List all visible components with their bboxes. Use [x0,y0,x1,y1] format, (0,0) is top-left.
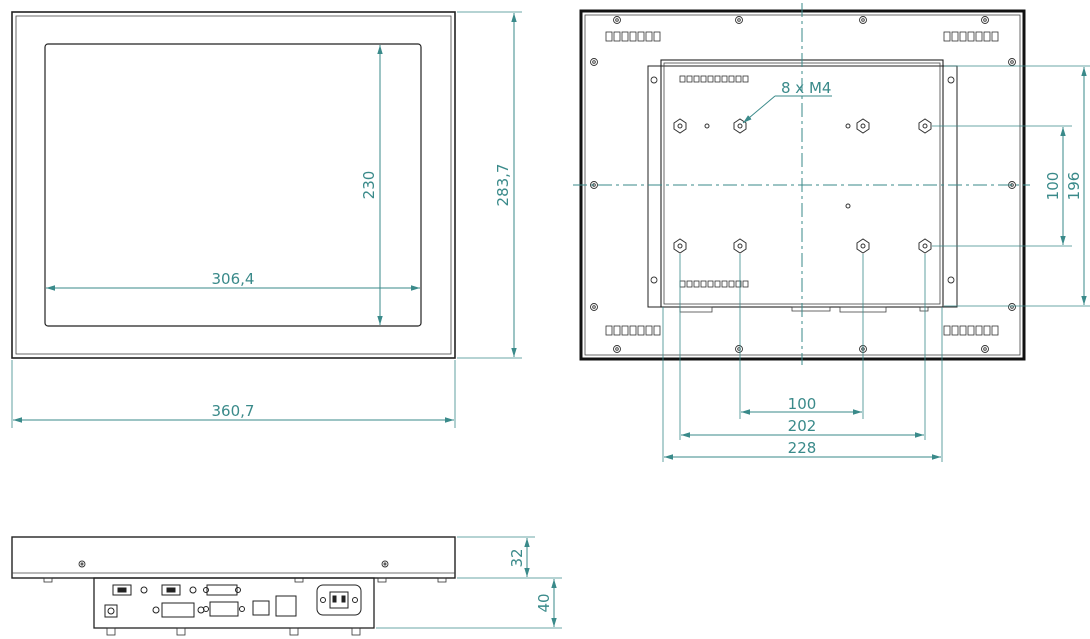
front-view: 360,7 283,7 306,4 230 [11,11,522,428]
side-bezel [11,536,456,579]
side-view: 32 40 [11,536,562,636]
frame-screws [590,16,1016,353]
screw-note-label: 8 x M4 [781,79,831,97]
screw-note-leader [742,95,776,124]
bezel-depth-label: 32 [508,548,526,567]
box-depth-label: 40 [535,593,553,612]
vent-slots [605,31,999,336]
pitch-h-small-label: 100 [788,395,817,413]
screen-width-label: 306,4 [212,270,255,288]
front-bezel [11,11,456,359]
io-box [93,577,375,629]
front-width-label: 360,7 [212,402,255,420]
pitch-v-small-label: 100 [1044,172,1062,201]
front-screen [44,43,422,327]
screen-height-label: 230 [360,171,378,200]
pitch-h-outer-label: 228 [788,439,817,457]
rear-view: 8 x M4 100 202 228 100 196 [573,3,1090,462]
pitch-h-mid-label: 202 [788,417,817,435]
m4-screws [673,118,932,254]
pitch-v-outer-label: 196 [1065,172,1083,201]
io-connectors [104,584,362,618]
front-height-label: 283,7 [494,164,512,207]
